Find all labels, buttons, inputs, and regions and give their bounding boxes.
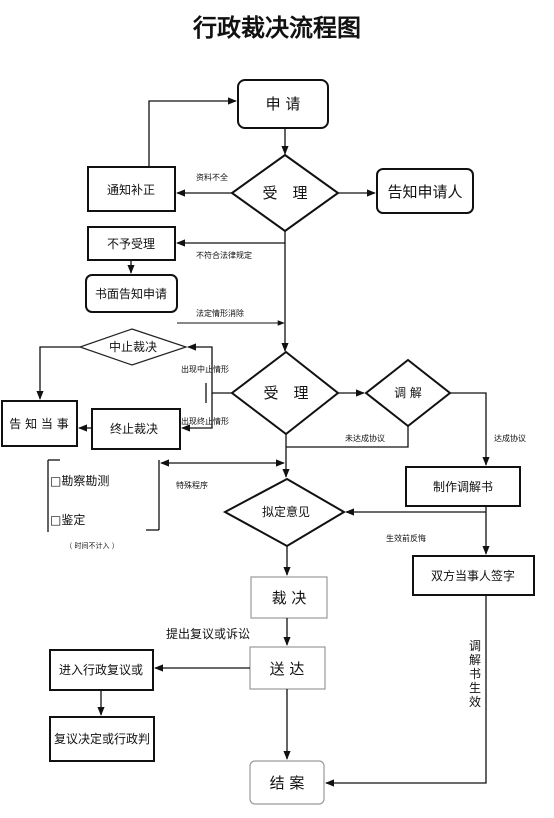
label-effective-char: 书 bbox=[469, 667, 481, 681]
node-mediation-doc: 制作调解书 bbox=[405, 466, 521, 507]
label-terminate-cond: 出现终止情形 bbox=[181, 416, 229, 426]
node-inform-party-label: 告 知 当 事 bbox=[9, 417, 68, 431]
node-apply-label: 申 请 bbox=[266, 95, 301, 113]
node-both-sign: 双方当事人签字 bbox=[412, 555, 535, 596]
node-not-counted-label: （ 时间不计入 ） bbox=[65, 541, 118, 550]
node-inspect-label: □勘察勘测 bbox=[50, 474, 109, 488]
label-effective-char: 解 bbox=[469, 653, 481, 667]
edge-suspend-cond bbox=[187, 343, 232, 394]
node-reject-label: 不予受理 bbox=[107, 237, 155, 251]
edge-terminate-cond bbox=[181, 393, 213, 432]
connectors bbox=[36, 97, 490, 787]
node-inform-applicant: 告知申请人 bbox=[376, 168, 474, 214]
node-deliver-label: 送 达 bbox=[270, 660, 305, 678]
edge-effective bbox=[325, 595, 487, 787]
node-terminate: 终止裁决 bbox=[91, 408, 181, 450]
node-notify-supplement: 通知补正 bbox=[87, 166, 176, 212]
label-repent: 生效前反悔 bbox=[386, 533, 426, 543]
node-accept-2-label: 受 理 bbox=[263, 384, 308, 402]
node-decision: 复议决定或行政判 bbox=[49, 716, 155, 762]
edge-labels: 资料不全 不符合法律规定 法定情形消除 出现中止情形 出现终止情形 未达成协议 … bbox=[166, 172, 526, 709]
node-accept-2: 受 理 bbox=[230, 350, 340, 436]
node-decision-label: 复议决定或行政判 bbox=[54, 731, 150, 746]
node-draft-opinion-label: 拟定意见 bbox=[262, 504, 310, 519]
node-reject: 不予受理 bbox=[87, 226, 176, 261]
label-effective-char: 效 bbox=[469, 694, 481, 709]
node-apply: 申 请 bbox=[237, 79, 329, 129]
label-effective-char: 生 bbox=[469, 681, 481, 695]
label-suspend-cond: 出现中止情形 bbox=[181, 364, 229, 374]
node-mediation-doc-label: 制作调解书 bbox=[433, 480, 493, 494]
label-effective-char: 调 bbox=[469, 639, 481, 653]
node-terminate-label: 终止裁决 bbox=[110, 421, 158, 436]
edge-supplement-to-apply bbox=[148, 97, 237, 167]
node-close-label: 结 案 bbox=[270, 774, 305, 792]
node-suspend: 中止裁决 bbox=[78, 328, 188, 366]
node-deliver: 送 达 bbox=[249, 646, 326, 690]
label-special: 特殊程序 bbox=[176, 480, 208, 490]
chart-title: 行政裁决流程图 bbox=[192, 13, 361, 42]
node-appraise-label: □鉴定 bbox=[50, 512, 85, 527]
node-mediate-label: 调 解 bbox=[394, 386, 422, 400]
node-ruling: 裁 决 bbox=[250, 576, 328, 619]
node-accept-1-label: 受 理 bbox=[262, 184, 307, 202]
label-removed: 法定情形消除 bbox=[196, 308, 244, 318]
node-ruling-label: 裁 决 bbox=[272, 589, 307, 607]
node-inspect-appraise: □勘察勘测 □鉴定 （ 时间不计入 ） bbox=[47, 459, 160, 550]
node-inform-applicant-label: 告知申请人 bbox=[387, 183, 462, 201]
label-appeal: 提出复议或诉讼 bbox=[166, 626, 250, 641]
label-effective: 调 解 书 生 效 bbox=[469, 639, 481, 709]
node-review: 进入行政复议或 bbox=[49, 649, 154, 691]
node-inform-party: 告 知 当 事 bbox=[1, 400, 78, 447]
edge-no-agreement bbox=[286, 426, 409, 448]
label-agreement: 达成协议 bbox=[494, 433, 526, 443]
edge-suspend-to-party bbox=[36, 346, 80, 400]
node-close: 结 案 bbox=[249, 760, 325, 805]
label-incomplete: 资料不全 bbox=[196, 172, 228, 182]
node-notify-supplement-label: 通知补正 bbox=[107, 183, 155, 197]
node-written-notice-label: 书面告知申请 bbox=[95, 287, 167, 301]
node-mediate: 调 解 bbox=[364, 358, 452, 428]
node-draft-opinion: 拟定意见 bbox=[222, 477, 346, 548]
node-written-notice: 书面告知申请 bbox=[85, 274, 178, 313]
node-accept-1: 受 理 bbox=[230, 153, 340, 233]
node-both-sign-label: 双方当事人签字 bbox=[431, 568, 515, 583]
edge-agreement bbox=[450, 392, 490, 466]
label-no-agreement: 未达成协议 bbox=[345, 433, 385, 443]
node-suspend-label: 中止裁决 bbox=[109, 339, 157, 354]
label-not-legal: 不符合法律规定 bbox=[196, 250, 252, 260]
node-review-label: 进入行政复议或 bbox=[59, 663, 143, 677]
